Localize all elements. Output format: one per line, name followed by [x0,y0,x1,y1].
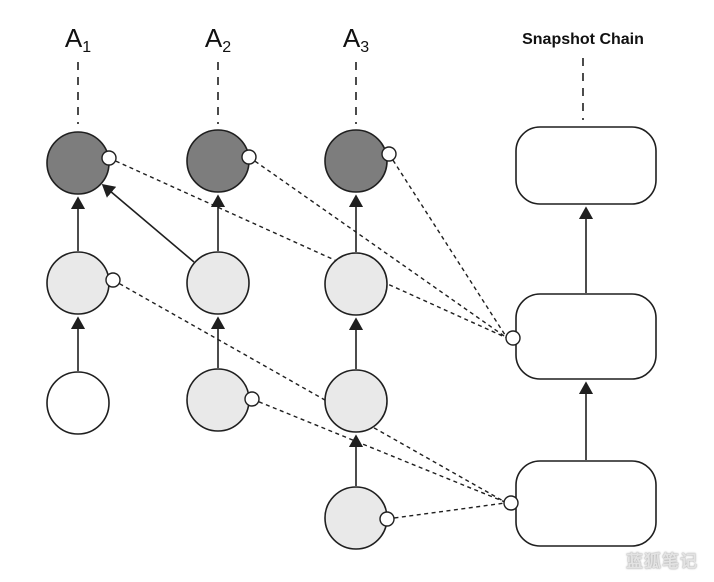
port-a2-top [241,149,257,165]
snapshot-block-2 [515,293,657,380]
a2-block-2 [186,251,250,315]
port-snapshot-2 [505,330,521,346]
a1-block-1 [46,371,110,435]
ref-a2-top-to-snapshot2 [248,156,508,339]
snapshot-chain-label: Snapshot Chain [522,31,644,48]
a2-to-a1-cross-arrow [101,183,195,263]
watermark: 蓝狐笔记 [601,547,698,572]
ref-a1-mid-to-snapshot1 [112,279,506,503]
a2-block-1 [186,368,250,432]
ref-a1-top-to-snapshot2 [108,157,508,339]
a3-block-3 [324,252,388,316]
port-a1-mid [105,272,121,288]
port-a1-top [101,150,117,166]
port-a2-bottom [244,391,260,407]
fox-logo-icon [601,550,621,570]
a1-block-2 [46,251,110,315]
snapshot-block-3 [515,126,657,205]
a3-block-4 [324,129,388,193]
chain-a3-label: A3 [343,23,369,56]
chain-a2-label: A2 [205,23,231,56]
snapshot-block-1 [515,460,657,547]
a3-block-2 [324,369,388,433]
a3-block-1 [324,486,388,550]
ref-a2-bottom-to-snapshot1 [251,398,506,503]
port-a3-bottom [379,511,395,527]
ref-a3-top-to-snapshot2 [388,153,508,339]
port-snapshot-1 [503,495,519,511]
chain-a1-label: A1 [65,23,91,56]
a2-block-3 [186,129,250,193]
ref-a3-bottom-to-snapshot1 [386,502,506,520]
a1-block-3 [46,131,110,195]
watermark-text: 蓝狐笔记 [626,552,698,571]
port-a3-top [381,146,397,162]
